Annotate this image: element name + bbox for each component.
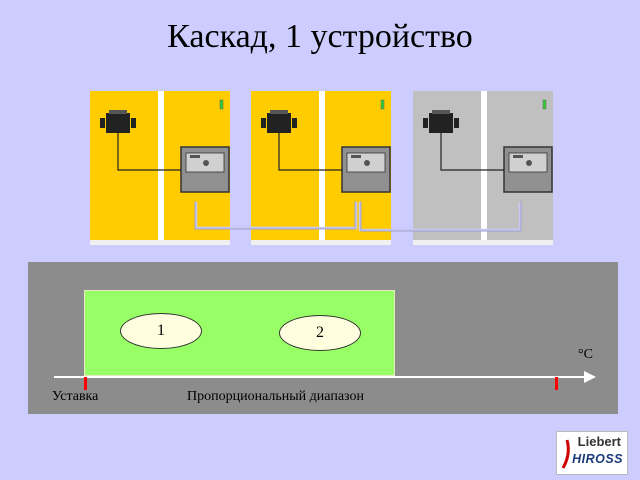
terminal-icon xyxy=(423,110,459,133)
axis-arrow-icon xyxy=(584,371,596,383)
band-label: Пропорциональный диапазон xyxy=(187,389,364,404)
stage-1-oval: 1 xyxy=(120,313,202,349)
logo-line2: HIROSS xyxy=(572,452,623,466)
logo-line1: Liebert xyxy=(577,434,621,449)
indicator-led xyxy=(542,99,547,110)
page-title: Каскад, 1 устройство xyxy=(167,18,473,55)
indicator-led xyxy=(219,99,224,110)
unit-1 xyxy=(90,91,230,245)
company-logo: Liebert HIROSS xyxy=(556,431,628,475)
stage-2-oval: 2 xyxy=(279,315,361,351)
terminal-icon xyxy=(100,110,136,133)
unit-3 xyxy=(413,91,553,245)
unit-2 xyxy=(251,91,391,245)
logo-swoosh-icon xyxy=(561,439,570,469)
units-diagram xyxy=(90,91,553,245)
unit-label: °C xyxy=(578,347,593,362)
band-end-marker xyxy=(555,377,558,390)
lan-connection xyxy=(194,201,522,232)
setpoint-label: Уставка xyxy=(52,389,99,404)
setpoint-marker xyxy=(84,377,87,390)
terminal-icon xyxy=(261,110,297,133)
indicator-led xyxy=(380,99,385,110)
